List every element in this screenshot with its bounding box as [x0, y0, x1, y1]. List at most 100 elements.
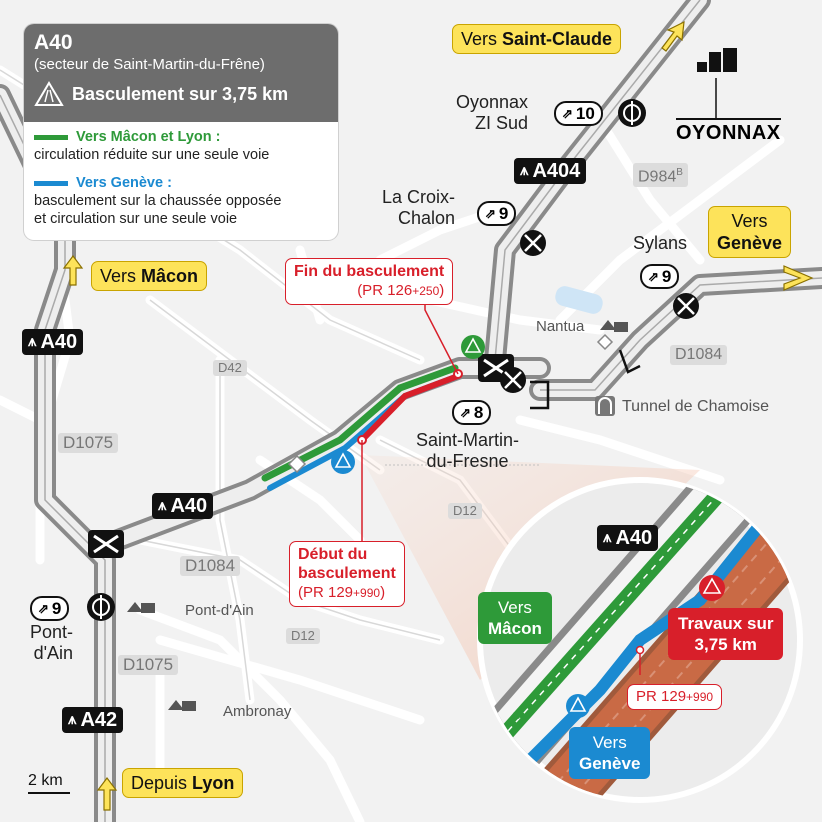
exit-icon: ⇗ — [460, 405, 471, 420]
city-icon — [697, 48, 737, 72]
inset-macon-2: Mâcon — [488, 619, 542, 638]
legend-panel: A40 (secteur de Saint-Martin-du-Frêne) B… — [24, 24, 338, 240]
direction-macon: Vers Mâcon — [91, 261, 208, 291]
exit-icon: ⇗ — [562, 106, 573, 121]
motorway-icon: ⩚ — [520, 162, 529, 179]
fin-pr-main: (PR 126 — [357, 282, 413, 299]
exit-pontdain-num: ⇗9 — [30, 596, 70, 621]
shield-a40-mid: ⩚A40 — [152, 493, 214, 519]
legend-geneve-text-2: et circulation sur une seule voie — [34, 211, 238, 227]
debut-basculement-box: Début du basculement (PR 129+990) — [289, 541, 405, 607]
exit-label-line: ZI Sud — [475, 113, 529, 133]
legend-title: A40 — [34, 31, 73, 54]
basculement-section — [261, 364, 461, 491]
debut-title-1: Début du — [298, 546, 368, 563]
dir-name: Saint-Claude — [502, 29, 613, 49]
shield-text: A40 — [40, 331, 78, 353]
shield-a42: ⩚A42 — [62, 707, 124, 733]
road-d12-mid: D12 — [448, 503, 482, 519]
dir-name: Genève — [717, 233, 783, 253]
shield-text: A40 — [615, 527, 653, 549]
legend-body: Vers Mâcon et Lyon : circulation réduite… — [24, 122, 338, 234]
shield-a40-top: ⩚A40 — [22, 329, 84, 355]
debut-pr: (PR 129+990) — [298, 583, 396, 603]
road-d1075-bottom: D1075 — [118, 655, 179, 675]
road-d984b: D984B — [633, 163, 688, 188]
dir-name: Mâcon — [141, 266, 199, 286]
inset-pr-box: PR 129+990 — [627, 684, 723, 710]
inset-geneve-1: Vers — [592, 733, 627, 752]
exit-label-line: Chalon — [397, 208, 456, 228]
travaux-box: Travaux sur 3,75 km — [668, 608, 784, 660]
tunnel-bracket — [530, 380, 550, 410]
legend-basculement: Basculement sur 3,75 km — [34, 81, 328, 107]
nantua-lake — [555, 286, 603, 314]
dir-pre: Depuis — [131, 773, 193, 793]
road-d1075-top: D1075 — [58, 433, 119, 453]
toll-diamonds — [287, 333, 614, 474]
road-d1084-left: D1084 — [180, 556, 241, 576]
inset-macon-1: Vers — [497, 598, 532, 617]
exit-icon: ⇗ — [38, 601, 49, 616]
scale-label: 2 km — [28, 772, 63, 789]
exit-label-line: Saint-Martin- — [416, 430, 520, 450]
tunnel-arch-icon — [598, 397, 612, 414]
shield-a40-inset: ⩚A40 — [597, 525, 659, 551]
inset-geneve-2: Genève — [579, 754, 641, 773]
road-d42: D42 — [213, 360, 247, 376]
travaux-line-2: 3,75 km — [694, 635, 757, 654]
inset-pr-plus: +990 — [686, 690, 714, 704]
debut-pr-plus: +990 — [353, 586, 381, 600]
legend-header: A40 (secteur de Saint-Martin-du-Frêne) B… — [24, 24, 338, 122]
debut-title-2: basculement — [298, 565, 396, 582]
dir-pre: Vers — [100, 266, 142, 286]
exit-label-line: Oyonnax — [456, 92, 529, 112]
fin-pr-end: ) — [439, 282, 445, 299]
basculement-icon — [34, 81, 64, 106]
exit-num: 9 — [498, 204, 509, 223]
road-d12-bottom: D12 — [286, 628, 320, 644]
exit-label-line: Pont- — [30, 622, 74, 642]
place-tunnel: Tunnel de Chamoise — [622, 398, 770, 415]
legend-macon-text: circulation réduite sur une seule voie — [34, 147, 270, 163]
town-icons — [127, 320, 628, 711]
road-label: D984 — [638, 168, 677, 186]
inset-pr-main: PR 129 — [636, 688, 687, 705]
place-oyonnax: OYONNAX — [676, 118, 781, 145]
road-sup: B — [676, 167, 683, 178]
direction-saint-claude: Vers Saint-Claude — [452, 24, 622, 54]
place-nantua: Nantua — [536, 318, 585, 335]
warning-icons — [331, 335, 485, 474]
motorway-icon: ⩚ — [28, 333, 37, 350]
travaux-line-1: Travaux sur — [678, 614, 774, 633]
fin-pr-plus: +250 — [412, 284, 440, 298]
dir-name: Lyon — [192, 773, 235, 793]
exit-num: 9 — [661, 267, 672, 286]
road-d1084-right: D1084 — [670, 345, 728, 365]
debut-pr-end: ) — [380, 584, 386, 601]
place-ambronay: Ambronay — [223, 703, 292, 720]
yellow-arrows — [62, 20, 814, 811]
inset-pr: PR 129+990 — [636, 687, 713, 707]
fin-title: Fin du basculement — [294, 263, 445, 280]
geneve-title-text: Vers Genève : — [76, 175, 172, 191]
dir-pre: Vers — [731, 211, 768, 231]
legend-macon-title: Vers Mâcon et Lyon : — [34, 128, 328, 146]
debut-pr-main: (PR 129 — [298, 584, 354, 601]
shield-text: A42 — [80, 709, 118, 731]
legend-geneve-text-1: basculement sur la chaussée opposée — [34, 193, 282, 209]
exit-sylans-num: ⇗9 — [640, 264, 680, 289]
no-exit-icons — [87, 99, 699, 621]
exit-num: 9 — [51, 599, 62, 618]
fin-pr: (PR 126+250) — [294, 281, 444, 301]
shield-a404: ⩚A404 — [514, 158, 587, 184]
exit-label-line: du-Fresne — [426, 451, 509, 471]
exit-croix-label: La Croix-Chalon — [382, 187, 455, 229]
shield-text: A40 — [170, 495, 208, 517]
exit-smf-label: Saint-Martin-du-Fresne — [416, 430, 519, 472]
direction-lyon: Depuis Lyon — [122, 768, 244, 798]
green-swatch — [34, 134, 68, 140]
exit-num: 8 — [473, 403, 484, 422]
